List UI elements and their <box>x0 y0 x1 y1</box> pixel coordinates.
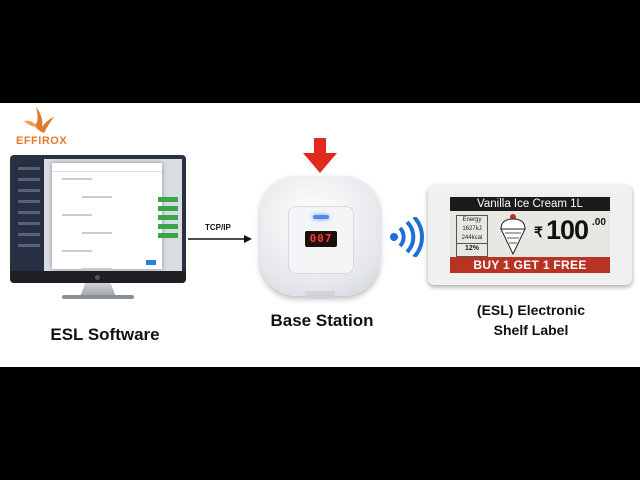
base-station-device: 007 <box>260 176 380 296</box>
esl-nutrition-box: Energy 1627kJ 244kcal 12% <box>456 215 488 257</box>
base-station-label: Base Station <box>270 311 374 330</box>
esl-info-line: 1627kJ <box>462 226 482 232</box>
brand-name: EFFIROX <box>16 135 68 147</box>
esl-price-amount: 100 <box>546 215 589 245</box>
arrow-right-icon <box>188 235 252 243</box>
diagram-panel: EFFIROX <box>0 103 640 367</box>
base-station-mount <box>305 291 335 299</box>
monitor-screen <box>14 159 182 271</box>
esl-label-line2: Shelf Label <box>493 322 569 338</box>
arrow-down-icon <box>303 138 337 173</box>
esl-label: (ESL) Electronic Shelf Label <box>456 300 606 340</box>
esl-software-monitor <box>10 155 186 301</box>
monitor-stand <box>80 283 116 297</box>
esl-promo-banner: BUY 1 GET 1 FREE <box>450 257 610 273</box>
esl-info-percent: 12% <box>457 243 487 253</box>
base-station-panel: 007 <box>288 206 354 274</box>
esl-screen: Vanilla Ice Cream 1L Energy 1627kJ 244kc… <box>450 197 610 273</box>
base-station-display: 007 <box>305 231 337 247</box>
wireless-signal-icon <box>390 217 424 257</box>
ice-cream-icon <box>500 214 526 255</box>
esl-software-label: ESL Software <box>50 325 160 344</box>
tcp-ip-label: TCP/IP <box>205 223 231 232</box>
software-dialog <box>52 163 162 270</box>
esl-price-cents: .00 <box>592 217 606 228</box>
monitor-frame <box>10 155 186 283</box>
esl-label-line1: (ESL) Electronic <box>476 302 586 318</box>
esl-info-line: Energy <box>462 217 482 223</box>
dialog-ok-button <box>146 260 156 265</box>
esl-price: ₹ 100 .00 <box>534 215 610 245</box>
monitor-stand-base <box>62 295 134 299</box>
electronic-shelf-label-device: Vanilla Ice Cream 1L Energy 1627kJ 244kc… <box>428 185 632 285</box>
status-led <box>313 215 329 219</box>
software-side-buttons <box>158 197 178 242</box>
software-main <box>44 159 182 271</box>
esl-product-name: Vanilla Ice Cream 1L <box>450 197 610 211</box>
effirox-logo-icon <box>24 107 54 133</box>
esl-info-line: 244kcal <box>461 235 483 241</box>
esl-currency: ₹ <box>534 224 543 240</box>
monitor-logo-dot <box>95 275 100 280</box>
software-sidebar <box>14 159 44 271</box>
